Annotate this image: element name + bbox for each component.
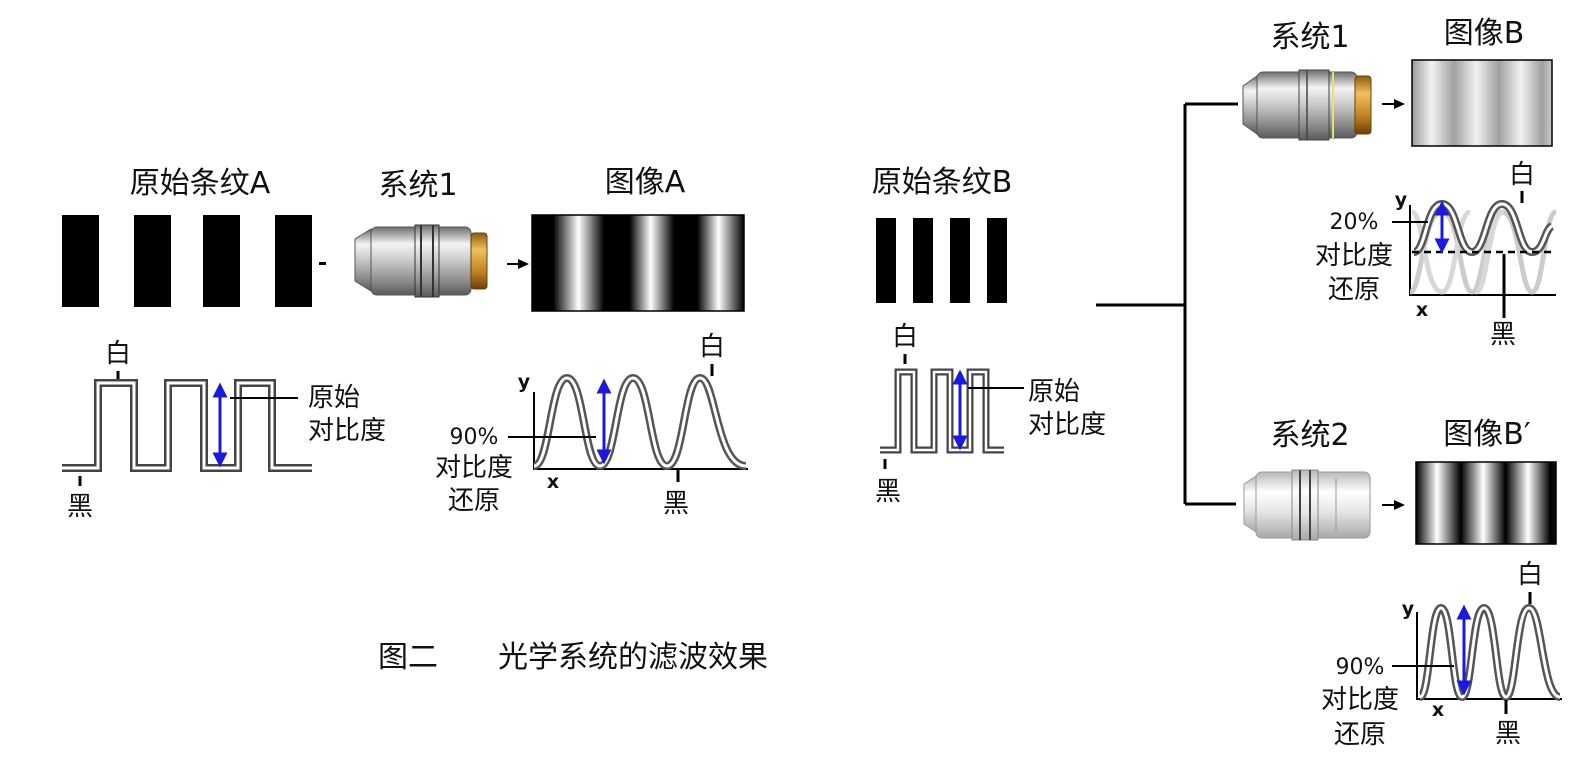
arrow-to-image-a [507, 259, 529, 269]
svg-text:x: x [1416, 299, 1428, 321]
restored-percent-a: 90% [450, 425, 499, 450]
branch-top: 系统1 图像B 白 y x [1242, 16, 1558, 350]
white-label-a: 白 [105, 339, 131, 369]
black-label-image-b: 黑 [1490, 320, 1516, 350]
sine-plot-a: y x [508, 371, 748, 493]
white-label-b: 白 [892, 322, 918, 352]
orig-contrast-b-line1: 原始 [1028, 377, 1080, 407]
system-2-label: 系统2 [1270, 418, 1349, 453]
sine-plot-b: y x [1392, 189, 1558, 321]
restored-b-line1: 对比度 [1315, 241, 1393, 271]
objective-lens-light-icon [1243, 469, 1371, 541]
image-a-label: 图像A [605, 165, 686, 200]
restored-a-line1: 对比度 [435, 453, 513, 483]
objective-lens-icon [1242, 69, 1372, 141]
panel-a: 原始条纹A 系统1 图像A 白 [62, 165, 748, 522]
black-label-image-a: 黑 [663, 489, 689, 519]
branch-connector [1096, 102, 1238, 506]
orig-contrast-a-line1: 原始 [308, 383, 360, 413]
system-1-label: 系统1 [378, 168, 457, 203]
objective-lens-icon [354, 224, 488, 298]
black-label-a: 黑 [67, 492, 93, 522]
white-label-image-b-prime: 白 [1517, 560, 1543, 590]
square-wave-b [880, 368, 1004, 454]
restored-percent-b-prime: 90% [1336, 655, 1385, 680]
image-a-fringe [531, 214, 745, 312]
sine-plot-b-prime: y x [1392, 598, 1562, 721]
black-label-b: 黑 [875, 477, 901, 507]
restored-percent-b: 20% [1330, 210, 1379, 235]
svg-text:y: y [1402, 598, 1415, 620]
original-fringe-b-bars [876, 218, 1007, 303]
image-b-prime-fringe [1415, 461, 1557, 545]
system-1-top-label: 系统1 [1270, 20, 1349, 55]
white-label-image-a: 白 [699, 332, 725, 362]
svg-text:y: y [1395, 189, 1408, 211]
black-label-image-b-prime: 黑 [1495, 719, 1521, 749]
restored-b-prime-line2: 还原 [1334, 720, 1386, 750]
arrow-to-image-b-prime [1382, 500, 1405, 510]
original-fringe-a-label: 原始条纹A [130, 166, 271, 201]
square-wave-a [62, 379, 312, 472]
orig-contrast-b-line2: 对比度 [1028, 410, 1106, 440]
svg-text:y: y [518, 371, 531, 393]
image-b-fringe [1411, 59, 1553, 147]
orig-contrast-a-line2: 对比度 [308, 416, 386, 446]
branch-bottom: 系统2 图像B′ 白 y x 90% 对比度 [1243, 417, 1562, 750]
restored-b-prime-line1: 对比度 [1321, 685, 1399, 715]
svg-text:x: x [547, 471, 559, 493]
restored-b-line2: 还原 [1328, 275, 1380, 305]
white-label-image-b: 白 [1509, 160, 1535, 190]
restored-a-line2: 还原 [448, 486, 500, 516]
original-fringe-a-bars [62, 215, 326, 307]
image-b-label: 图像B [1444, 16, 1525, 51]
figure-caption: 图二 光学系统的滤波效果 [378, 640, 768, 675]
original-fringe-b-label: 原始条纹B [872, 165, 1013, 200]
panel-b: 原始条纹B 白 原始 对比度 黑 [872, 102, 1238, 507]
svg-text:x: x [1432, 699, 1444, 721]
arrow-to-image-b [1382, 99, 1405, 109]
image-b-prime-label: 图像B′ [1443, 417, 1531, 452]
